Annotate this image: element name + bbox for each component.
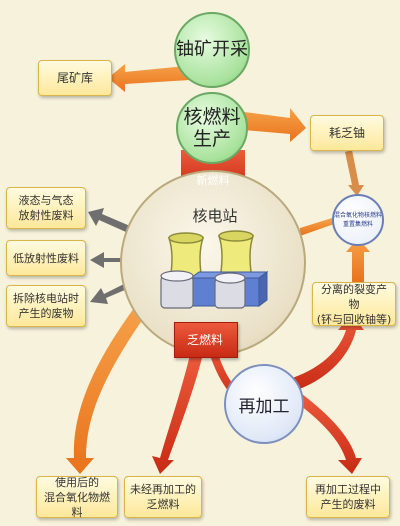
arrow-fission-to-mox	[346, 238, 370, 282]
arrow-to-gaseous-waste	[88, 208, 130, 232]
low-level-waste-box: 低放射性废料	[6, 240, 86, 276]
arrow-to-used-mox	[66, 300, 152, 474]
unprocessed-spent-fuel-box: 未经再加工的 乏燃料	[124, 476, 202, 518]
gaseous-waste-box: 液态与气态 放射性废料	[6, 187, 86, 229]
spent-fuel-label: 乏燃料	[186, 333, 223, 347]
tailings-box: 尾矿库	[38, 60, 112, 96]
arrow-to-unprocessed	[152, 355, 202, 474]
uranium-mining-node: 铀矿开采	[174, 12, 250, 88]
depleted-uranium-box: 耗乏铀	[310, 115, 384, 151]
arrow-to-low-level-waste	[90, 252, 126, 268]
arrow-to-reprocessing-waste	[296, 394, 362, 474]
spent-fuel-tag	[174, 322, 238, 358]
arrow-to-mox-storage	[345, 150, 364, 196]
reprocessing-waste-box: 再加工过程中 产生的废料	[306, 476, 390, 518]
reprocessing-node: 再加工	[224, 364, 304, 444]
nuclear-plant-label: 核电站	[192, 207, 238, 225]
decommission-waste-box: 拆除核电站时 产生的废物	[6, 285, 86, 327]
power-plant-icon	[160, 230, 269, 309]
used-mox-box: 使用后的 混合氧化物燃料	[36, 476, 118, 519]
new-fuel-label: 新燃料	[196, 174, 230, 187]
fuel-production-node: 核燃料 生产	[176, 92, 248, 164]
fission-products-box: 分离的裂变产物 (钚与回收铀等)	[312, 282, 396, 326]
arrow-to-depleted-uranium	[244, 108, 306, 142]
mox-storage-node: 混合氧化物核燃料 重置集燃料	[332, 194, 384, 246]
arrow-mox-to-plant	[300, 218, 334, 236]
arrow-to-tailings	[108, 64, 190, 92]
